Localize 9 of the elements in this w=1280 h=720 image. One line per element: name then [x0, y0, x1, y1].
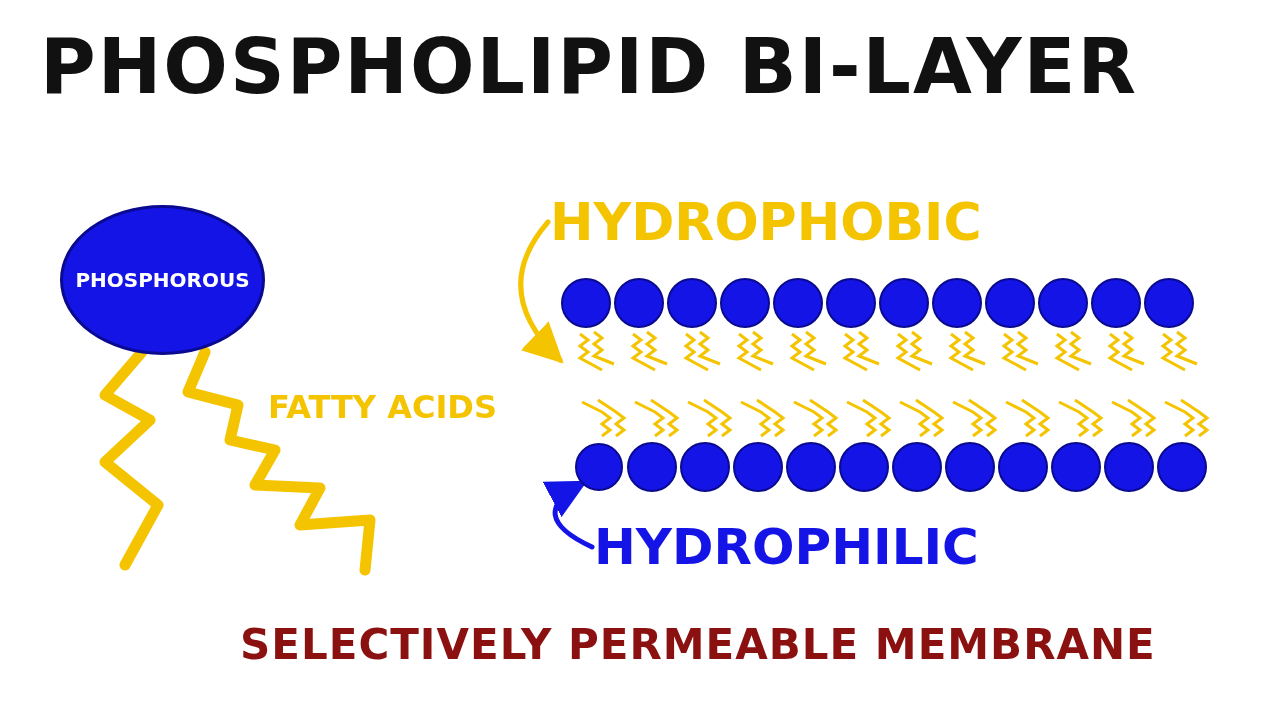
- region-label: HYDROPHILIC: [594, 518, 979, 576]
- arrow: [542, 480, 595, 550]
- part-label: FATTY ACIDS: [268, 388, 497, 426]
- phosphate-head: [575, 443, 623, 491]
- region-label: HYDROPHOBIC: [550, 192, 982, 252]
- title: PHOSPHOLIPID BI-LAYER: [40, 22, 1138, 111]
- caption: SELECTIVELY PERMEABLE MEMBRANE: [240, 620, 1156, 669]
- phosphate-head: PHOSPHOROUS: [60, 205, 265, 355]
- arrow: [518, 219, 564, 364]
